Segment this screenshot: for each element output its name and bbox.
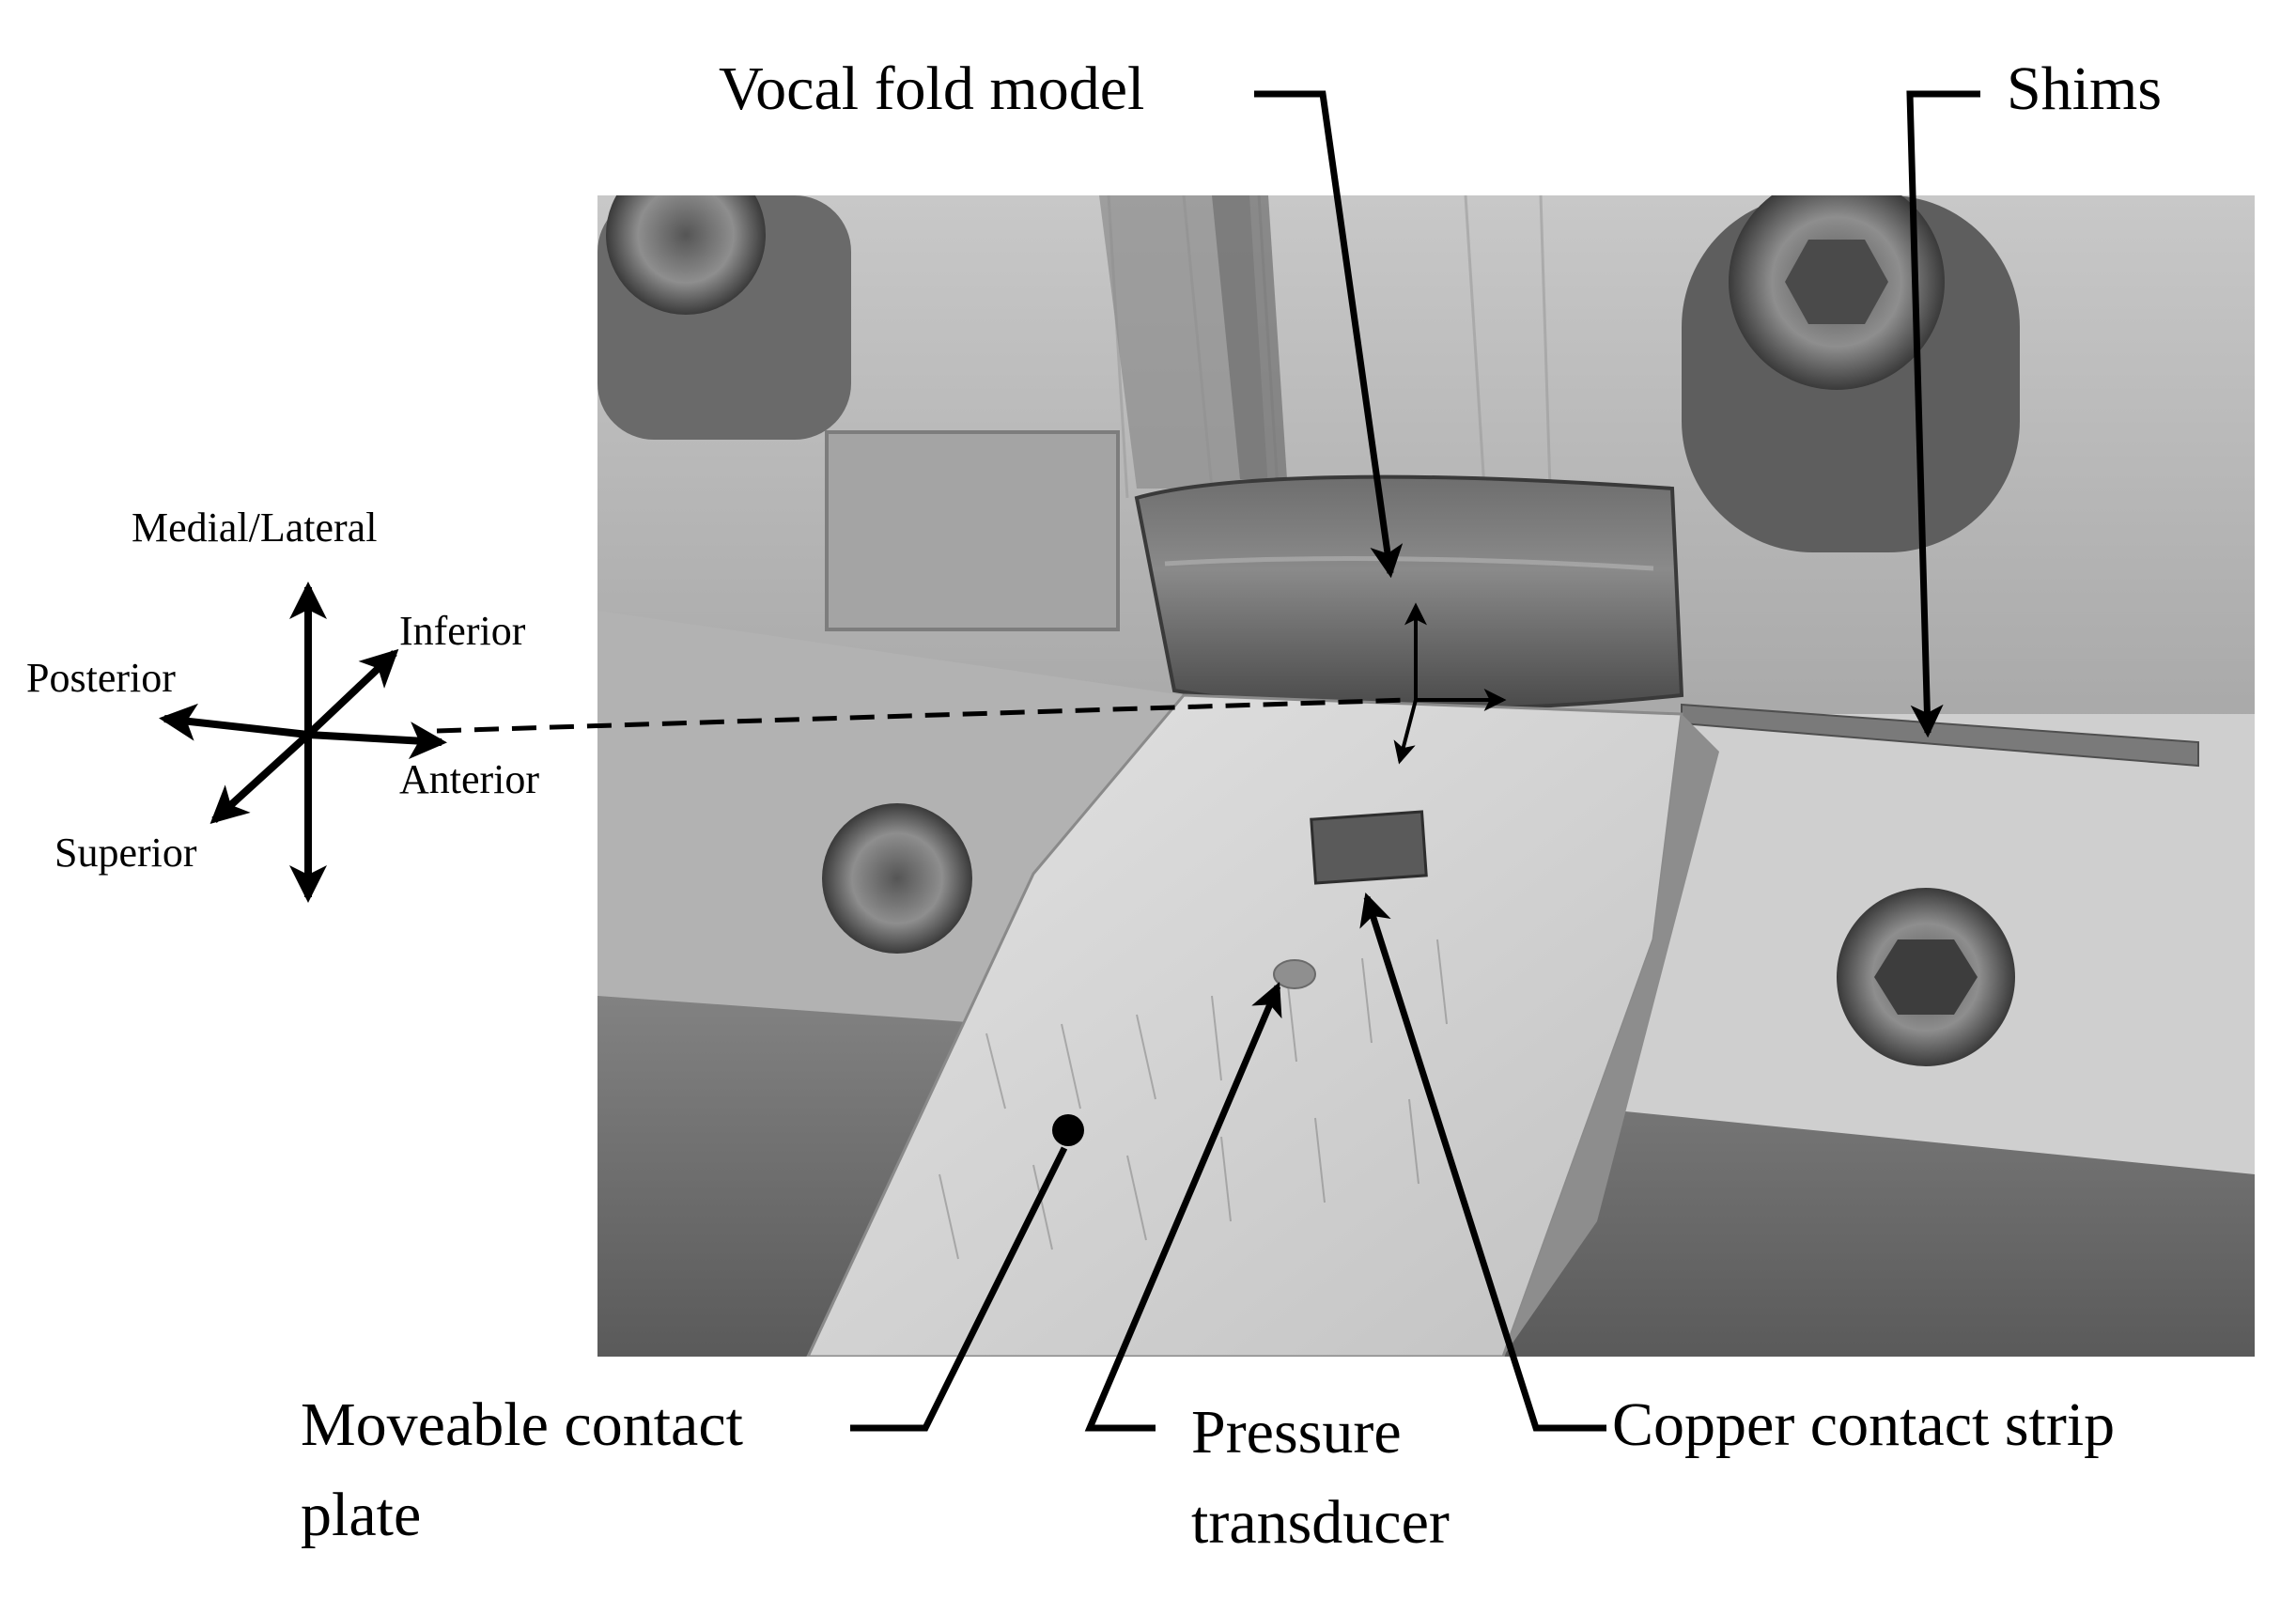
label-copper-contact-strip: Copper contact strip xyxy=(1612,1390,2116,1459)
axis-label-inferior: Inferior xyxy=(399,608,526,654)
photo-region xyxy=(597,195,2255,1357)
axis-label-medial-lateral: Medial/Lateral xyxy=(132,505,378,551)
orientation-axes xyxy=(159,582,447,903)
label-pressure-transducer-2: transducer xyxy=(1191,1488,1450,1557)
axis-superior xyxy=(209,732,311,825)
leader-copper-contact-strip xyxy=(1359,892,1606,1432)
pressure-transducer-shape xyxy=(1273,959,1316,989)
label-vocal-fold-model: Vocal fold model xyxy=(719,54,1145,123)
axis-posterior xyxy=(159,703,309,741)
leader-pressure-transducer xyxy=(1084,982,1282,1432)
axis-inferior xyxy=(305,648,399,737)
bolt-lower-left xyxy=(822,803,972,954)
bolt-upper-left xyxy=(606,195,766,315)
label-moveable-contact-plate-1: Moveable contact xyxy=(301,1390,743,1459)
axis-anterior xyxy=(307,722,447,760)
axis-label-superior: Superior xyxy=(54,830,197,876)
label-shims: Shims xyxy=(2007,54,2163,123)
axis-label-anterior: Anterior xyxy=(399,756,540,802)
axis-label-posterior: Posterior xyxy=(26,655,176,701)
copper-strip-shape xyxy=(1310,810,1428,885)
anterior-dashed-line xyxy=(436,697,1410,734)
vocal-fold-model-shape xyxy=(1134,474,1684,711)
label-pressure-transducer-1: Pressure xyxy=(1191,1398,1402,1467)
leader-moveable-contact-plate xyxy=(850,1146,1068,1432)
label-moveable-contact-plate-2: plate xyxy=(301,1481,422,1549)
leader-shims xyxy=(1906,90,1980,738)
plate-marker-dot xyxy=(1052,1114,1084,1146)
leader-vocal-fold-model xyxy=(1254,90,1404,579)
